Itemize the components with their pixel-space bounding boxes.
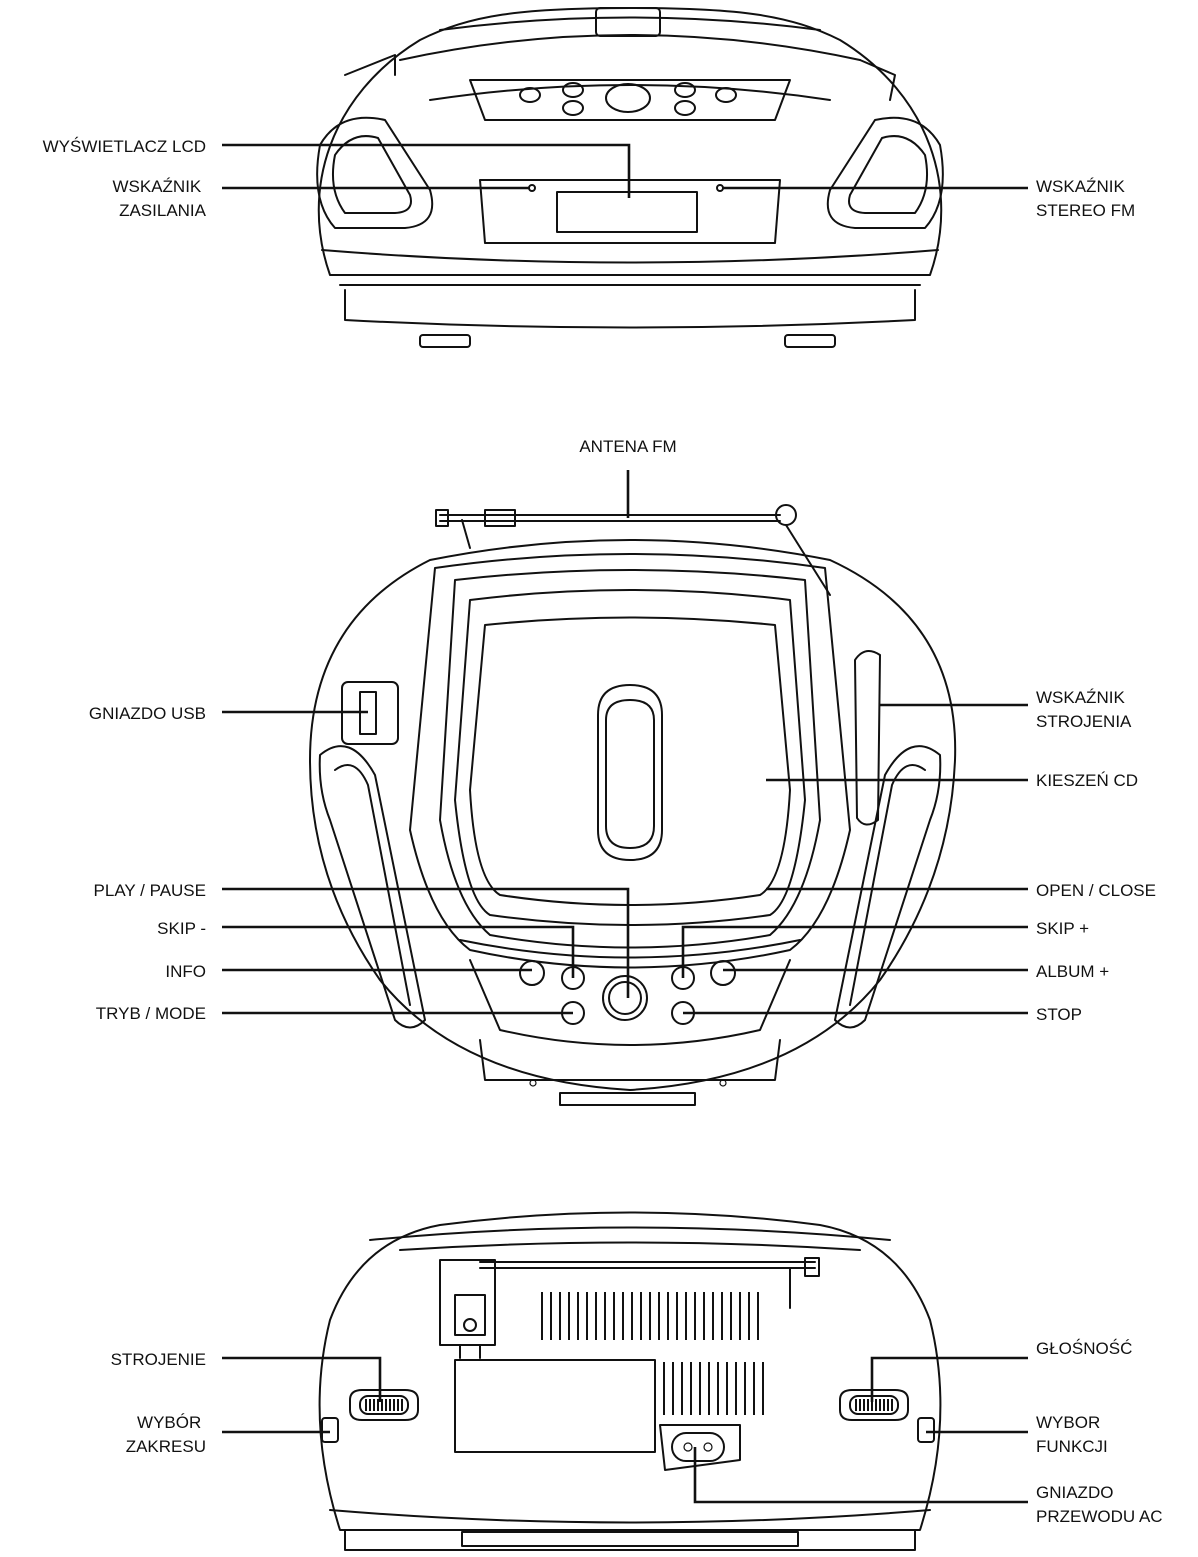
play-pause-leader <box>222 887 630 998</box>
vent-grille-upper <box>541 1292 759 1340</box>
play-pause-label: PLAY / PAUSE <box>94 881 206 900</box>
skip-plus-label: SKIP + <box>1036 919 1089 938</box>
back-view-device-outline <box>318 1211 942 1551</box>
skip-minus-label: SKIP - <box>157 919 206 938</box>
mode-label: TRYB / MODE <box>96 1004 206 1023</box>
function-select-label-line2: FUNKCJI <box>1036 1437 1108 1456</box>
open-close-label: OPEN / CLOSE <box>1036 881 1156 900</box>
info-label: INFO <box>165 962 206 981</box>
tuning-leader <box>222 1356 382 1402</box>
skip-plus-leader <box>681 925 1028 978</box>
back-view: STROJENIE GŁOŚNOŚĆ WYBÓR ZAKRESU WYBOR F… <box>111 1211 1163 1551</box>
stereo-indicator-label-line2: STEREO FM <box>1036 201 1135 220</box>
tuning-indicator-label-line2: STROJENIA <box>1036 712 1132 731</box>
function-select-label: WYBOR FUNKCJI <box>1036 1413 1108 1456</box>
skip-minus-leader <box>222 925 575 978</box>
top-view: ANTENA FM GNIAZDO USB WSKAŹNIK STROJENIA… <box>89 437 1156 1106</box>
stop-label: STOP <box>1036 1005 1082 1024</box>
volume-label: GŁOŚNOŚĆ <box>1036 1339 1132 1358</box>
power-indicator-label: WSKAŹNIK ZASILANIA <box>112 177 206 220</box>
band-select-label-line2: ZAKRESU <box>126 1437 206 1456</box>
lcd-label: WYŚWIETLACZ LCD <box>43 137 206 156</box>
power-indicator-label-line2: ZASILANIA <box>119 201 207 220</box>
front-view-device-outline <box>316 7 944 348</box>
tuning-indicator-label: WSKAŹNIK STROJENIA <box>1036 688 1132 731</box>
volume-leader <box>870 1356 1028 1402</box>
function-select-label-line1: WYBOR <box>1036 1413 1100 1432</box>
ac-socket-label: GNIAZDO PRZEWODU AC <box>1036 1483 1163 1526</box>
album-plus-label: ALBUM + <box>1036 962 1109 981</box>
vent-grille-lower <box>663 1362 764 1415</box>
front-view: WYŚWIETLACZ LCD WSKAŹNIK ZASILANIA WSKAŹ… <box>43 7 1135 348</box>
volume-knob-ribs <box>855 1399 893 1411</box>
tuning-knob-ribs <box>365 1399 403 1411</box>
ac-socket-leader <box>693 1447 1028 1504</box>
ac-socket-label-line2: PRZEWODU AC <box>1036 1507 1163 1526</box>
lcd-leader <box>222 143 631 198</box>
ac-socket-label-line1: GNIAZDO <box>1036 1483 1113 1502</box>
usb-label: GNIAZDO USB <box>89 704 206 723</box>
stereo-indicator-label-line1: WSKAŹNIK <box>1036 177 1125 196</box>
antenna-label: ANTENA FM <box>579 437 676 456</box>
top-view-device-outline <box>309 504 957 1106</box>
tuning-indicator-label-line1: WSKAŹNIK <box>1036 688 1125 707</box>
band-select-label-line1: WYBÓR <box>137 1413 201 1432</box>
band-select-label: WYBÓR ZAKRESU <box>126 1413 206 1456</box>
stereo-indicator-label: WSKAŹNIK STEREO FM <box>1036 177 1135 220</box>
power-indicator-label-line1: WSKAŹNIK <box>112 177 201 196</box>
cd-pocket-label: KIESZEŃ CD <box>1036 771 1138 790</box>
tuning-label: STROJENIE <box>111 1350 206 1369</box>
